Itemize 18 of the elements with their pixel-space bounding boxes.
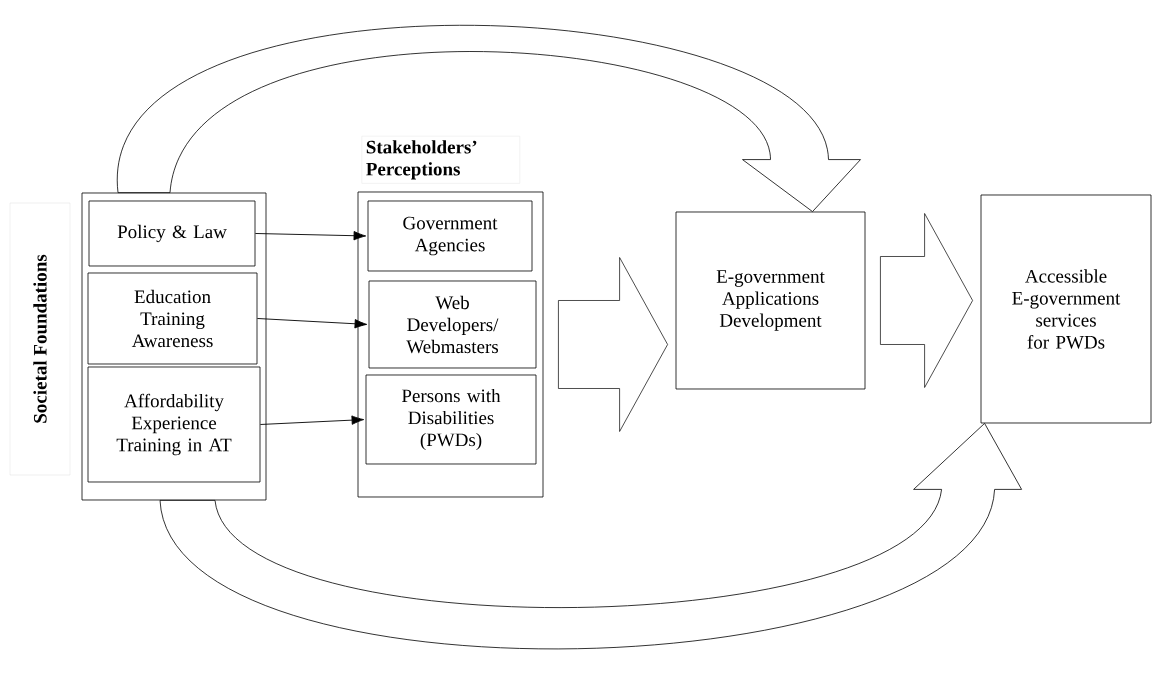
arrow <box>259 415 365 425</box>
block-arrow <box>558 257 668 432</box>
group-box <box>81 192 267 501</box>
outcome-box: Accessible E-government services for PWDs <box>980 194 1152 424</box>
stakeholder-box: Web Developers/ Webmasters <box>368 280 537 369</box>
stakeholder-box: Government Agencies <box>367 200 533 272</box>
curved-arrow <box>159 423 1022 650</box>
node-label: Stakeholders’ Perceptions <box>366 140 477 180</box>
rotated-label-box: Societal Foundations <box>9 202 71 476</box>
process-box: E-government Applications Development <box>675 211 866 390</box>
factor-box: Affordability Experience Training in AT <box>87 366 261 483</box>
arrow <box>256 318 368 329</box>
factor-box: Education Training Awareness <box>87 272 258 365</box>
block-arrow <box>880 213 973 388</box>
factor-box: Policy & Law <box>88 200 256 267</box>
stakeholder-box: Persons with Disabilities (PWDs) <box>365 374 537 465</box>
arrow <box>254 231 367 241</box>
curved-arrow <box>117 24 861 212</box>
